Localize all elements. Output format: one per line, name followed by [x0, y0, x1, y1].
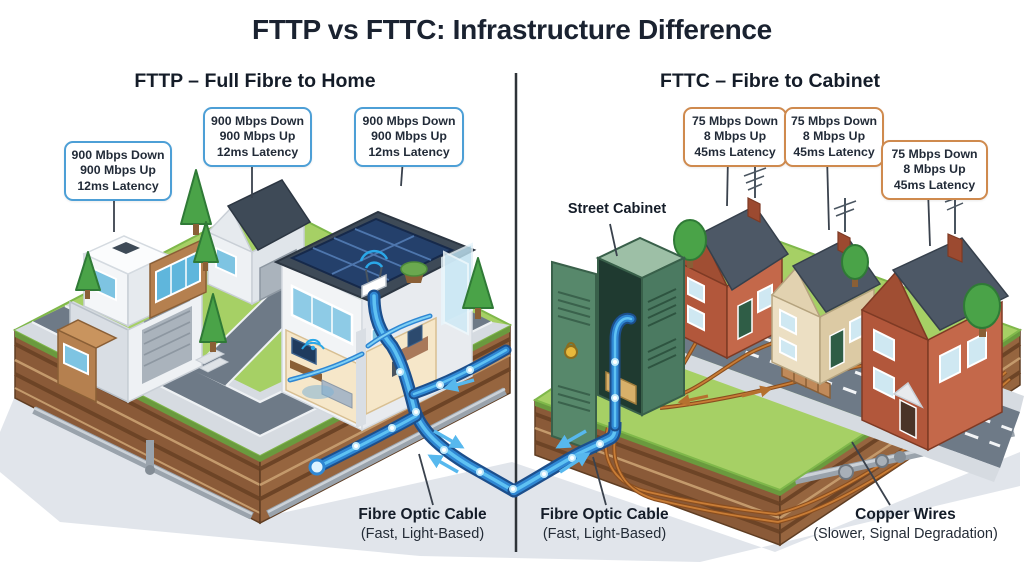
- callout-line: 75 Mbps Down: [790, 114, 878, 128]
- padlock-icon: [564, 345, 578, 359]
- fttp-house-1: [56, 235, 230, 404]
- speed-callout-fttp-1: 900 Mbps Down 900 Mbps Up 12ms Latency: [64, 141, 172, 202]
- label-title: Fibre Optic Cable: [358, 506, 487, 523]
- label-subtitle: (Fast, Light-Based): [360, 525, 485, 542]
- fibre-cable-label-right: Fibre Optic Cable (Fast, Light-Based): [512, 506, 697, 543]
- wifi-icon: [359, 249, 389, 269]
- callout-line: 8 Mbps Up: [802, 129, 866, 144]
- speed-callout-fttp-3: 900 Mbps Down 900 Mbps Up 12ms Latency: [354, 107, 464, 168]
- fibre-cable-label-left: Fibre Optic Cable (Fast, Light-Based): [330, 506, 515, 543]
- solar-panel-grid: [312, 228, 432, 281]
- tv-antenna-icon: [743, 166, 767, 198]
- fibre-light-pulses: [352, 358, 619, 493]
- street-cabinet-label: Street Cabinet: [567, 201, 667, 217]
- speed-callout-fttp-2: 900 Mbps Down 900 Mbps Up 12ms Latency: [203, 107, 312, 168]
- callout-line: 75 Mbps Down: [691, 114, 779, 128]
- label-title: Fibre Optic Cable: [540, 506, 669, 523]
- street-cabinet: [551, 236, 687, 454]
- callout-line: 900 Mbps Up: [371, 129, 447, 144]
- underground-pipes-left: [32, 387, 507, 520]
- callout-line: 75 Mbps Down: [891, 147, 978, 161]
- fibre-flow-arrows: [427, 377, 591, 474]
- padlock-shackle: [566, 342, 576, 349]
- callout-line: 12ms Latency: [77, 178, 159, 193]
- right-panel-heading: FTTC – Fibre to Cabinet: [660, 70, 880, 92]
- label-title: Copper Wires: [855, 506, 956, 523]
- trees-left: [75, 169, 494, 352]
- page-title: FTTP vs FTTC: Infrastructure Difference: [252, 14, 772, 45]
- callout-line: 12ms Latency: [216, 144, 299, 159]
- callout-line: 45ms Latency: [793, 144, 875, 159]
- label-subtitle: (Fast, Light-Based): [542, 525, 667, 542]
- tv-antenna-icon: [833, 198, 857, 232]
- callout-line: 8 Mbps Up: [903, 162, 966, 177]
- speed-callout-fttc-3: 75 Mbps Down 8 Mbps Up 45ms Latency: [881, 140, 988, 201]
- wifi-icon: [301, 338, 325, 351]
- speed-callout-fttc-1: 75 Mbps Down 8 Mbps Up 45ms Latency: [683, 107, 787, 168]
- callout-line: 900 Mbps Up: [80, 163, 156, 178]
- speed-callout-fttc-2: 75 Mbps Down 8 Mbps Up 45ms Latency: [784, 107, 884, 168]
- fttc-house-3: [860, 182, 1010, 452]
- fttc-house-1: [676, 166, 790, 360]
- callout-line: 12ms Latency: [368, 144, 450, 159]
- callout-line: 900 Mbps Down: [211, 114, 304, 128]
- copper-wires-label: Copper Wires (Slower, Signal Degradation…: [788, 506, 1023, 543]
- callout-line: 900 Mbps Down: [71, 148, 165, 162]
- callout-line: 45ms Latency: [694, 144, 776, 159]
- left-panel-heading: FTTP – Full Fibre to Home: [134, 70, 376, 92]
- trees-right: [673, 219, 1001, 337]
- callout-line: 900 Mbps Up: [219, 129, 296, 144]
- callout-line: 8 Mbps Up: [703, 129, 767, 144]
- callout-line: 900 Mbps Down: [362, 114, 456, 128]
- callout-line: 45ms Latency: [893, 177, 976, 192]
- label-subtitle: (Slower, Signal Degradation): [813, 525, 998, 542]
